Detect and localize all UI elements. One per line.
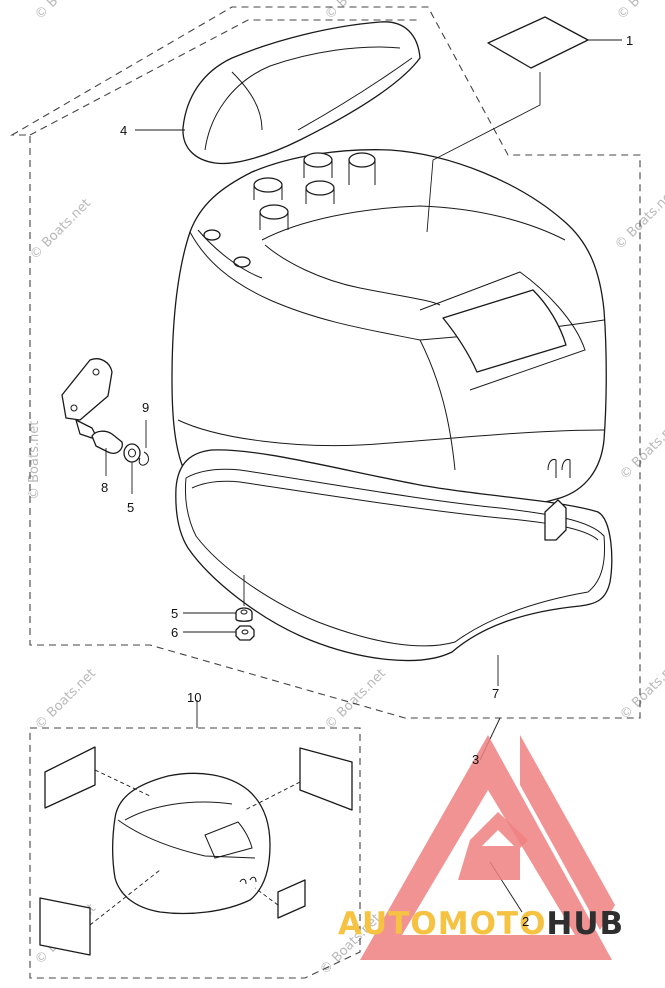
watermark-text: © Boats.net [614, 0, 665, 23]
svg-text:AUTOMOTOHUB: AUTOMOTOHUB [338, 906, 624, 942]
callout-5-latch: 5 [127, 500, 134, 515]
watermark-text: © Boats.net [322, 0, 389, 23]
callout-1: 1 [626, 33, 633, 48]
top-cover-panel-part [182, 21, 421, 165]
latch-assembly-part [61, 358, 149, 466]
watermark-text: © Boats.net [322, 666, 389, 733]
callout-5-washer: 5 [171, 606, 178, 621]
watermark-text: © Boats.net [32, 0, 99, 23]
callout-labels: 1 2 3 4 5 5 6 7 8 9 10 [101, 33, 633, 929]
watermark-text: © Boats.net [617, 416, 665, 483]
logo-text-hub: HUB [546, 906, 624, 942]
watermark-text: © Boats.net [27, 421, 42, 500]
logo-text-auto: AUTO [338, 906, 438, 942]
leader-lines [105, 39, 622, 913]
intake-tubes [197, 152, 376, 279]
logo-triangle-outer [360, 735, 612, 960]
watermark-text: © Boats.net [612, 186, 665, 253]
callout-6: 6 [171, 625, 178, 640]
callout-4: 4 [120, 123, 127, 138]
callout-10: 10 [187, 690, 201, 705]
callout-7: 7 [492, 686, 499, 701]
automotohub-logo: AUTOMOTOHUB [338, 735, 624, 960]
callout-9: 9 [142, 400, 149, 415]
decal-kit-part [39, 746, 353, 956]
callout-3: 3 [472, 752, 479, 767]
assembly-boundary-inner [29, 19, 420, 136]
assembly-boundary [9, 6, 641, 719]
watermark-text: © Boats.net [27, 196, 94, 263]
watermark-text: © Boats.net [617, 656, 665, 723]
callout-8: 8 [101, 480, 108, 495]
logo-triangle-inner [520, 735, 615, 930]
watermark-text: © Boats.net [32, 666, 99, 733]
callout-2: 2 [522, 914, 529, 929]
logo-inner-mark [458, 812, 528, 880]
logo-text-moto: MOTO [438, 906, 547, 942]
rubber-seal-part [175, 449, 613, 662]
washer-nut-part [235, 607, 255, 641]
label-sheet-part [487, 16, 589, 69]
